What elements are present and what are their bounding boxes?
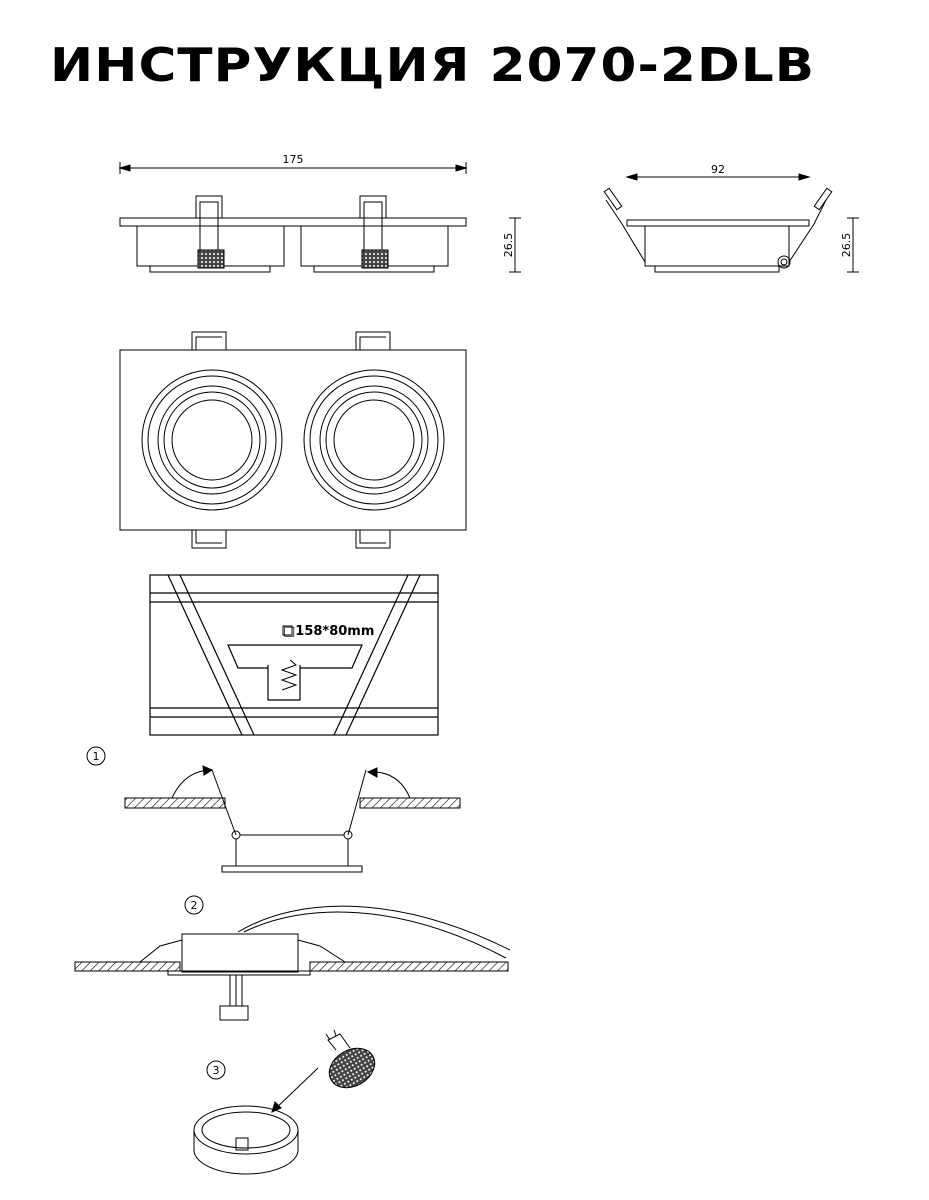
step-3-number: 3 (213, 1064, 220, 1077)
step-1-number: 1 (93, 750, 100, 763)
front-view (118, 162, 521, 273)
step-3-diagram (193, 1029, 376, 1175)
step-2-marker (184, 895, 204, 915)
top-view (119, 331, 467, 549)
cutout-size-label: □158*80mm (283, 624, 374, 639)
height-dimension-label-front: 26.5 (502, 233, 515, 258)
step-1-diagram (124, 765, 461, 873)
height-dimension-label-side: 26.5 (840, 233, 853, 258)
page-title: ИНСТРУКЦИЯ 2070-2DLB (50, 38, 816, 92)
depth-dimension-label: 92 (711, 163, 725, 176)
width-dimension-label: 175 (283, 153, 304, 166)
step-3-marker (206, 1060, 226, 1080)
side-view (603, 173, 859, 273)
cutout-diagram (149, 574, 439, 736)
step-2-number: 2 (191, 899, 198, 912)
step-1-marker (86, 746, 106, 766)
step-2-diagram (74, 905, 511, 1021)
